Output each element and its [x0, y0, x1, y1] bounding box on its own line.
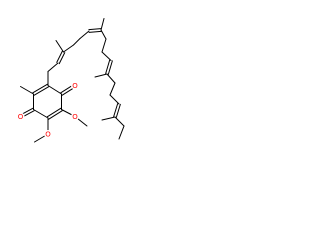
atom-label-background	[71, 112, 79, 121]
double-bond	[107, 60, 113, 75]
single-bond	[20, 86, 34, 95]
single-bond	[114, 116, 125, 127]
atom-label-background	[44, 130, 52, 138]
single-bond	[106, 73, 116, 84]
single-bond	[118, 125, 125, 140]
double-bond	[33, 86, 50, 96]
atom-label-background	[16, 112, 25, 121]
single-bond	[73, 38, 81, 46]
double-bond	[32, 83, 48, 94]
oxygen-atom-label: O	[72, 113, 78, 121]
single-bond	[100, 29, 107, 40]
double-bond	[48, 110, 63, 120]
double-bond	[105, 59, 111, 75]
single-bond	[100, 18, 105, 31]
oxygen-atom-label: O	[18, 113, 24, 121]
single-bond	[47, 62, 59, 72]
single-bond	[79, 30, 90, 39]
single-bond	[55, 40, 64, 53]
double-bond	[56, 50, 63, 63]
single-bond	[63, 44, 74, 53]
molecule-drawing: O O O O	[16, 18, 125, 143]
single-bond	[101, 38, 107, 53]
oxygen-atom-label: O	[45, 131, 51, 139]
double-bond	[113, 103, 119, 118]
atom-label-background	[71, 81, 79, 90]
single-bond	[101, 51, 112, 61]
structure-canvas: O O O O	[0, 0, 150, 150]
double-bond	[46, 107, 62, 118]
single-bond	[47, 85, 62, 95]
single-bond	[101, 116, 116, 121]
double-bond	[58, 52, 66, 65]
single-bond	[33, 109, 49, 119]
single-bond	[109, 82, 116, 96]
double-bond	[88, 30, 102, 33]
oxygen-atom-label: O	[72, 82, 78, 90]
single-bond	[94, 73, 108, 78]
double-bond	[115, 103, 121, 118]
double-bond	[88, 28, 102, 31]
single-bond	[109, 94, 120, 105]
